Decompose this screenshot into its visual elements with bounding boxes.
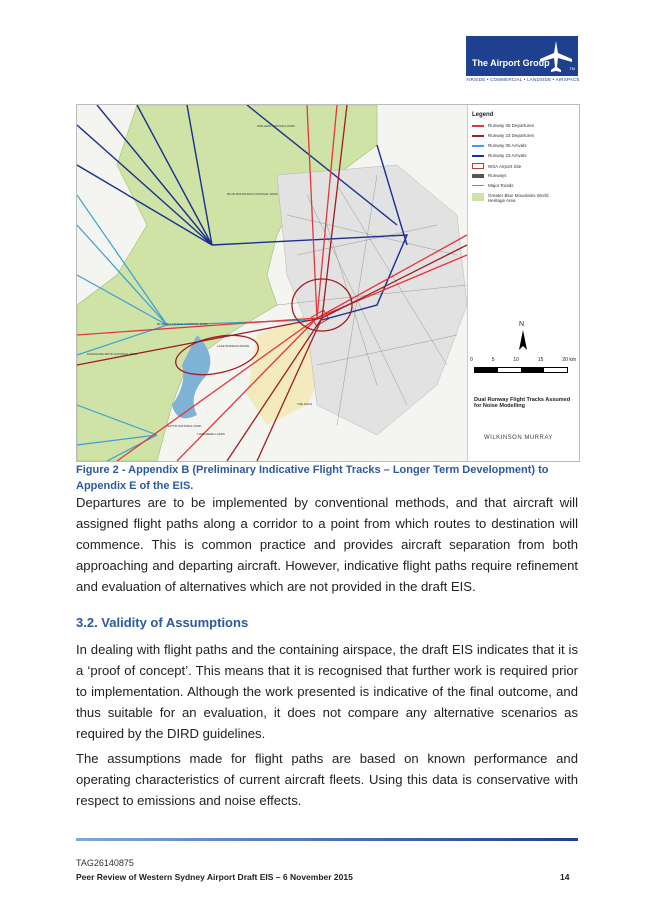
legend-label: Major Roads [488,183,514,188]
scale-bar [474,367,568,373]
flight-tracks-map: WOLLEMI NATIONAL PARK BLUE MOUNTAINS NAT… [76,104,580,462]
map-drawing: WOLLEMI NATIONAL PARK BLUE MOUNTAINS NAT… [77,105,467,461]
legend-label: Greater Blue Mountains World Heritage Ar… [488,193,549,203]
legend-item: Greater Blue Mountains World Heritage Ar… [472,193,572,203]
legend-label: WSA Airport Site [488,163,522,169]
north-label: N [519,321,525,328]
airplane-icon [540,41,572,72]
place-label-7: THE OAKS [297,402,312,406]
legend-item: Runways [472,173,507,178]
legend-label: Runway 23 Arrivals [488,153,527,158]
paragraph-1: Departures are to be implemented by conv… [76,495,578,594]
runway-23-departures-tracks [77,105,467,461]
runway-05-departures-tracks [77,105,467,461]
page-number: 14 [560,872,570,882]
place-label-2: BLUE MOUNTAINS NATIONAL PARK [157,322,208,326]
footer-title: Peer Review of Western Sydney Airport Dr… [76,872,353,882]
footer-doc-id: TAG26140875 [76,858,134,868]
legend-item: Runway 23 Departures [472,133,534,138]
figure-caption: Figure 2 - Appendix B (Preliminary Indic… [76,464,549,492]
legend-swatch [472,173,484,178]
logo-box: The Airport Group TM [466,36,578,76]
map-caption: Dual Runway Flight Tracks Assumed for No… [474,397,571,409]
logo-mark: TM [569,66,575,71]
legend-item: Major Roads [472,183,514,188]
legend-swatch [472,185,484,186]
legend-item: Runway 05 Arrivals [472,143,527,148]
legend-swatch [472,154,484,157]
scale-label: 20 km [562,357,576,363]
north-arrow: N [518,321,528,354]
legend-swatch [472,124,484,127]
paragraph-3: The assumptions made for flight paths ar… [76,751,578,808]
place-label-4: LAKE BURRAGORANG [217,344,250,348]
map-legend: Legend Runway 05 Departures Runway 23 De… [467,105,579,461]
legend-label: Runway 05 Arrivals [488,143,527,148]
logo-name: The Airport Group [472,58,550,68]
place-label-3: KANANGRA-BOYD NATIONAL PARK [87,352,138,356]
scale-labels: 0 5 10 15 20 km [470,357,576,363]
legend-swatch [472,163,484,169]
legend-item: Runway 23 Arrivals [472,153,527,158]
logo-tagline: AIRSIDE • COMMERCIAL • LANDSIDE • AIRSPA… [466,77,580,82]
consultant-logo: WILKINSON MURRAY [484,435,553,441]
legend-swatch [472,134,484,137]
place-label-0: WOLLEMI NATIONAL PARK [257,124,295,128]
footer-rule [76,838,578,841]
paragraph-2: In dealing with flight paths and the con… [76,642,578,741]
company-logo: The Airport Group TM AIRSIDE • COMMERCIA… [466,36,580,84]
legend-item: Runway 05 Departures [472,123,534,128]
place-label-6: THIRLMERE LAKES [197,432,225,436]
legend-label: Runway 05 Departures [488,123,535,128]
place-label-5: NATTAI NATIONAL PARK [167,424,202,428]
legend-label: Runways [488,173,507,178]
legend-swatch [472,144,484,147]
scale-label: 10 [513,357,519,363]
scale-label: 0 [470,357,473,363]
legend-swatch [472,193,484,201]
scale-label: 5 [491,357,495,363]
section-heading: 3.2. Validity of Assumptions [76,615,249,630]
place-label-1: BLUE MOUNTAINS NATIONAL PARK [227,192,278,196]
legend-title: Legend [472,112,494,118]
runway-23-arrivals-tracks [77,105,409,321]
legend-label: Runway 23 Departures [488,133,535,138]
north-arrow-icon [519,330,527,350]
legend-item: WSA Airport Site [472,163,521,169]
scale-label: 15 [537,357,544,363]
runway-05-arrivals-tracks [77,194,313,461]
